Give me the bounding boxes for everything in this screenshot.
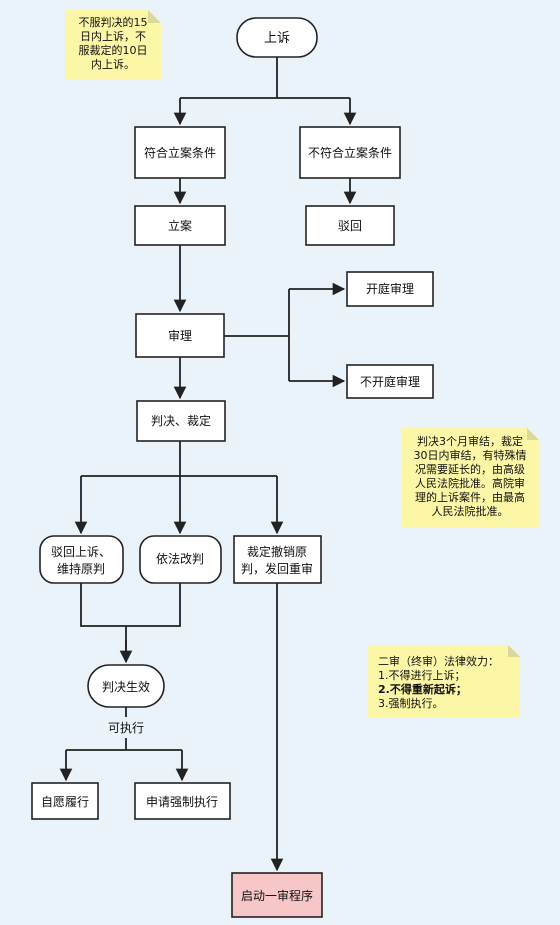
node-no-open-trial-label: 不开庭审理 — [360, 374, 420, 389]
note-legal-effect-item2: 2.不得重新起诉； — [378, 682, 467, 696]
connectors — [59, 57, 357, 872]
node-meets-conditions: 符合立案条件 — [134, 126, 226, 179]
note-deadline-line3: 服裁定的10日 — [79, 43, 148, 57]
node-remand-label-line1: 裁定撤销原 — [247, 544, 307, 559]
note-deadline-line4: 内上诉。 — [91, 57, 135, 71]
node-remand: 裁定撤销原 判，发回重审 — [233, 535, 322, 584]
node-uphold-label-line2: 维持原判 — [57, 561, 105, 576]
node-no-open-trial: 不开庭审理 — [346, 364, 434, 399]
node-not-meets-conditions-label: 不符合立案条件 — [308, 145, 392, 160]
node-trial-label: 审理 — [168, 328, 192, 343]
node-not-meets-conditions: 不符合立案条件 — [299, 126, 401, 179]
node-first-instance: 启动一审程序 — [231, 872, 323, 918]
note-trial-period: 判决3个月审结，裁定 30日内审结，有特殊情 况需要延长的，由高级 人民法院批准… — [402, 428, 539, 527]
node-file-case: 立案 — [134, 205, 226, 246]
note-trial-period-line1: 判决3个月审结，裁定 — [417, 434, 523, 448]
node-judgment-ruling: 判决、裁定 — [136, 400, 226, 442]
node-trial: 审理 — [135, 313, 225, 358]
node-reject-label: 驳回 — [338, 219, 362, 233]
note-legal-effect-item3: 3.强制执行。 — [378, 696, 444, 710]
note-deadline-line1: 不服判决的15 — [79, 15, 148, 29]
note-deadline: 不服判决的15 日内上诉，不 服裁定的10日 内上诉。 — [65, 10, 161, 80]
node-file-case-label: 立案 — [168, 218, 192, 233]
note-deadline-line2: 日内上诉，不 — [80, 29, 146, 43]
note-trial-period-line5: 理的上诉案件，由最高 — [415, 490, 525, 504]
node-judgment-effective: 判决生效 — [87, 664, 165, 708]
node-uphold-label-line1: 驳回上诉、 — [51, 545, 111, 559]
note-trial-period-line6: 人民法院批准。 — [432, 504, 509, 518]
node-compulsory: 申请强制执行 — [134, 782, 231, 820]
note-legal-effect-item1: 1.不得进行上诉； — [378, 669, 466, 682]
note-trial-period-line3: 况需要延长的，由高级 — [415, 462, 525, 476]
connector-trial-branch — [224, 289, 290, 381]
node-open-trial-label: 开庭审理 — [366, 281, 414, 296]
node-uphold: 驳回上诉、 维持原判 — [39, 535, 124, 584]
node-remand-label-line2: 判，发回重审 — [241, 561, 313, 576]
node-judgment-effective-label: 判决生效 — [102, 679, 150, 694]
enforceable-label: 可执行 — [108, 721, 144, 735]
connector-appeal-split — [180, 57, 350, 99]
node-amend-judgment-label: 依法改判 — [156, 551, 204, 566]
connector-enforcement — [66, 707, 182, 751]
note-legal-effect: 二审（终审）法律效力： 1.不得进行上诉； 2.不得重新起诉； 3.强制执行。 — [368, 645, 520, 717]
note-trial-period-line2: 30日内审结，有特殊情 — [414, 448, 527, 462]
node-open-trial: 开庭审理 — [346, 271, 434, 307]
node-appeal: 上诉 — [236, 17, 318, 58]
note-trial-period-line4: 人民法院批准。高院审 — [415, 476, 525, 490]
note-legal-effect-title: 二审（终审）法律效力： — [378, 654, 499, 668]
node-reject: 驳回 — [305, 205, 395, 246]
node-meets-conditions-label: 符合立案条件 — [144, 145, 216, 160]
node-judgment-ruling-label: 判决、裁定 — [151, 413, 211, 428]
node-first-instance-label: 启动一审程序 — [241, 888, 313, 903]
node-compulsory-label: 申请强制执行 — [146, 795, 218, 809]
node-appeal-label: 上诉 — [264, 31, 290, 46]
node-voluntary-label: 自愿履行 — [41, 795, 89, 809]
connector-judgment-split — [81, 441, 277, 477]
node-amend-judgment: 依法改判 — [139, 535, 222, 584]
connector-merge — [80, 583, 181, 662]
node-voluntary: 自愿履行 — [31, 782, 99, 820]
